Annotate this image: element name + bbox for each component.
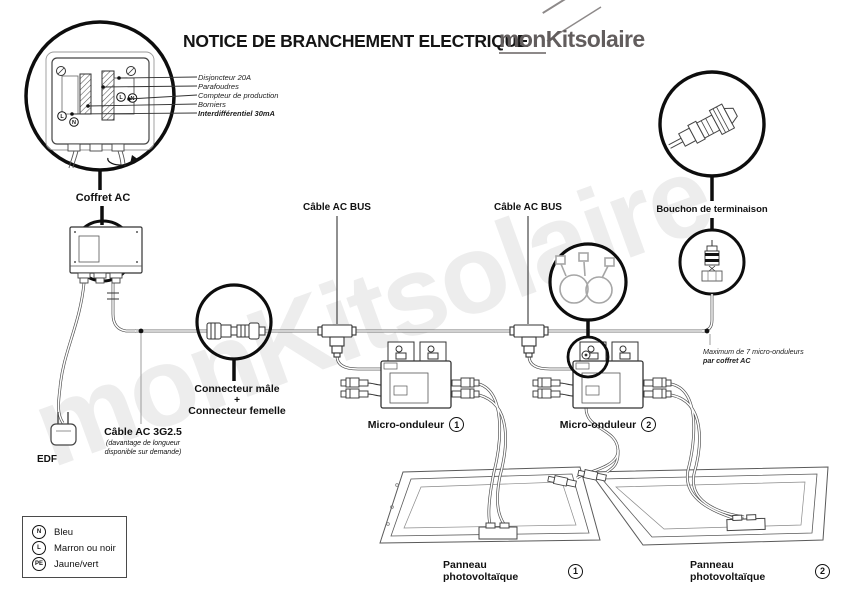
bus-coil-detail-circle: [548, 242, 628, 322]
cable-ac-label: Câble AC 3G2.5: [104, 426, 182, 438]
coffret-detail-circle: L N L N: [24, 20, 198, 172]
svg-text:L: L: [60, 114, 64, 120]
edf-plug-icon: [50, 412, 77, 446]
legend-row-line: L Marron ou noir: [32, 540, 126, 556]
svg-text:N: N: [72, 120, 76, 126]
callout-parafoudres: Parafoudres: [198, 82, 239, 91]
neutral-symbol: N: [32, 525, 46, 539]
max-inverters-note-1: Maximum de 7 micro-onduleurs: [703, 347, 804, 356]
panel-2-number: 2: [815, 563, 830, 579]
earth-symbol: PE: [32, 557, 46, 571]
edf-label: EDF: [37, 454, 57, 465]
micro-inverter-2-label: Micro-onduleur 2: [548, 417, 668, 432]
panel-gap-connectors: [547, 469, 607, 488]
micro-inverter-1-label: Micro-onduleur 1: [356, 417, 476, 432]
micro-inverter-2: [532, 335, 672, 409]
brand-logo-mon: mon: [499, 26, 546, 54]
neutral-color-label: Bleu: [54, 526, 74, 538]
bus-t-connector-1: [317, 324, 357, 358]
legend-row-neutral: N Bleu: [32, 524, 126, 540]
max-inverters-note-2: par coffret AC: [703, 356, 751, 365]
termination-plug-circle: [678, 228, 746, 296]
page-title: NOTICE DE BRANCHEMENT ELECTRIQUE: [183, 31, 529, 51]
micro-inverter-2-text: Micro-onduleur: [559, 418, 637, 431]
panel-1-text: Panneau photovoltaïque: [443, 559, 519, 583]
earth-color-label: Jaune/vert: [54, 558, 99, 570]
termination-detail-circle: [658, 70, 766, 178]
bus-end-dot: [704, 328, 710, 334]
panel-1-number: 1: [568, 563, 583, 579]
connector-female-label: Connecteur femelle: [188, 405, 286, 417]
cable-ac-bus-label-2: Câble AC BUS: [494, 202, 562, 213]
connector-plus-label: +: [234, 395, 240, 406]
line-symbol: L: [32, 541, 46, 555]
cable-ac-bus-label-1: Câble AC BUS: [303, 202, 371, 213]
micro-inverter-1-number: 1: [449, 417, 465, 432]
termination-label: Bouchon de terminaison: [656, 204, 768, 215]
cable-ac-note-1: (davantage de longueur: [106, 440, 180, 447]
micro-inverter-1: [340, 341, 480, 409]
bus-junction-dot: [138, 328, 144, 334]
connector-male-label: Connecteur mâle: [194, 383, 280, 395]
panel-2-label: Panneau photovoltaïque 2: [690, 559, 830, 583]
coffret-ac-label: Coffret AC: [75, 192, 131, 204]
logo-k-accent: [546, 6, 602, 42]
male-female-connector: [206, 322, 266, 340]
brand-logo: monKitsolaire: [499, 0, 645, 54]
cable-ac-note-2: disponible sur demande): [104, 449, 182, 456]
callout-compteur: Compteur de production: [198, 91, 279, 100]
svg-text:L: L: [119, 95, 123, 101]
line-color-label: Marron ou noir: [54, 542, 116, 554]
panel-1-label: Panneau photovoltaïque 1: [443, 559, 583, 583]
legend-row-earth: PE Jaune/vert: [32, 556, 126, 572]
callout-disjoncteur: Disjoncteur 20A: [198, 73, 251, 82]
brand-logo-rest: Kitsolaire: [545, 26, 645, 52]
panel-2-text: Panneau photovoltaïque: [690, 559, 766, 583]
micro-inverter-2-number: 2: [641, 417, 657, 432]
coffret-ac-box: [69, 219, 143, 284]
callout-interdifferentiel: Interdifférentiel 30mA: [198, 109, 275, 118]
panel-junction-boxes: [478, 514, 766, 540]
bus-t-connector-2: [509, 324, 549, 358]
connector-detail-circle: [195, 283, 273, 361]
callout-borniers: Borniers: [198, 100, 226, 109]
micro-inverter-1-text: Micro-onduleur: [367, 418, 445, 431]
wire-color-legend: N Bleu L Marron ou noir PE Jaune/vert: [22, 516, 127, 578]
